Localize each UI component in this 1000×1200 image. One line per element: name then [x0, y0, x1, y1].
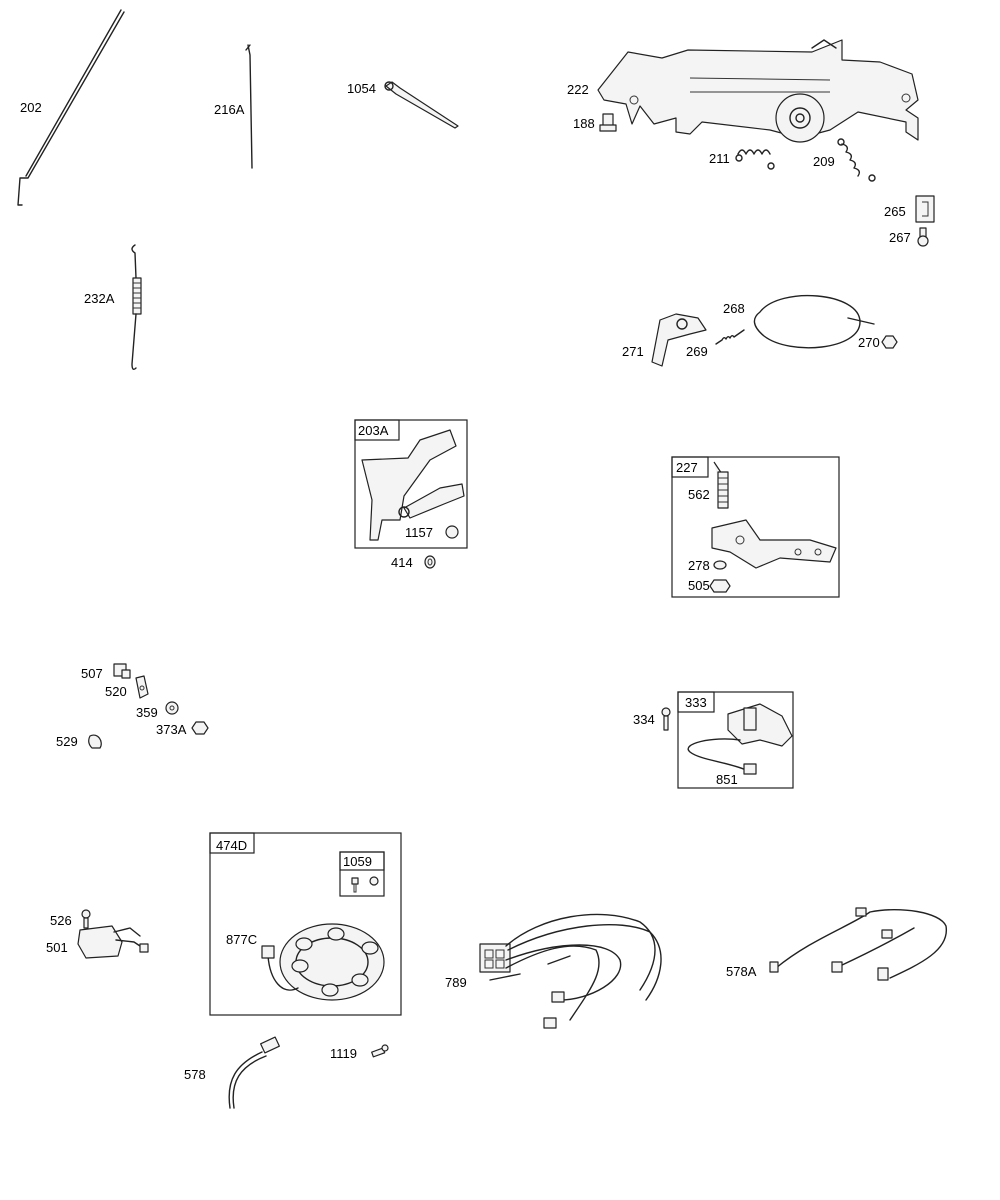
label-877C: 877C — [226, 932, 257, 947]
part-216A-rod — [245, 44, 253, 169]
label-789: 789 — [445, 975, 467, 990]
label-359: 359 — [136, 705, 158, 720]
part-526-screw — [81, 909, 91, 929]
label-188: 188 — [573, 116, 595, 131]
part-222-control-bracket — [597, 39, 919, 143]
label-269: 269 — [686, 344, 708, 359]
label-507: 507 — [81, 666, 103, 681]
label-268: 268 — [723, 301, 745, 316]
label-578: 578 — [184, 1067, 206, 1082]
label-474D: 474D — [216, 838, 247, 853]
label-851: 851 — [716, 772, 738, 787]
label-267: 267 — [889, 230, 911, 245]
label-562: 562 — [688, 487, 710, 502]
part-265-clip — [915, 195, 935, 223]
label-203A: 203A — [358, 423, 389, 438]
label-270: 270 — [858, 335, 880, 350]
label-216A: 216A — [214, 102, 245, 117]
label-278: 278 — [688, 558, 710, 573]
label-501: 501 — [46, 940, 68, 955]
part-501-rectifier — [77, 925, 149, 959]
label-520: 520 — [105, 684, 127, 699]
label-505: 505 — [688, 578, 710, 593]
part-414-washer — [424, 555, 436, 569]
label-578A: 578A — [726, 964, 757, 979]
label-1059: 1059 — [343, 854, 372, 869]
part-202-link-rod — [17, 9, 125, 206]
part-333-box — [677, 691, 794, 789]
label-1119: 1119 — [330, 1046, 357, 1061]
label-414: 414 — [391, 555, 413, 570]
label-334: 334 — [633, 712, 655, 727]
part-1119-screw — [371, 1044, 389, 1058]
label-271: 271 — [622, 344, 644, 359]
label-1054: 1054 — [347, 81, 376, 96]
label-209: 209 — [813, 154, 835, 169]
part-1054-cable-tie — [384, 81, 459, 129]
label-222: 222 — [567, 82, 589, 97]
label-265: 265 — [884, 204, 906, 219]
part-211-spring — [735, 149, 775, 170]
part-270-nut — [881, 335, 898, 349]
part-789-harness — [479, 913, 662, 1029]
part-269-spring — [715, 329, 745, 345]
part-529-clip — [88, 734, 102, 749]
part-578A-harness — [769, 907, 947, 981]
part-232A-spring — [131, 244, 142, 371]
part-373A-nut — [191, 721, 209, 735]
label-529: 529 — [56, 734, 78, 749]
part-271-lever — [651, 313, 707, 367]
part-203A-box — [354, 419, 468, 549]
part-227-box — [671, 456, 840, 598]
label-373A: 373A — [156, 722, 187, 737]
label-333: 333 — [685, 695, 707, 710]
label-526: 526 — [50, 913, 72, 928]
part-209-spring — [837, 138, 876, 182]
label-227: 227 — [676, 460, 698, 475]
label-202: 202 — [20, 100, 42, 115]
part-507-terminal — [113, 663, 131, 679]
part-578-wire — [228, 1036, 280, 1109]
label-232A: 232A — [84, 291, 115, 306]
part-520-bracket — [135, 675, 149, 699]
part-267-screw — [917, 227, 929, 247]
part-474D-box — [209, 832, 402, 1016]
part-268-cable — [753, 294, 875, 349]
part-359-washer — [165, 701, 179, 715]
part-334-screw — [661, 707, 671, 731]
label-211: 211 — [709, 151, 730, 166]
label-1157: 1157 — [405, 525, 433, 540]
part-188-screw — [599, 113, 617, 132]
